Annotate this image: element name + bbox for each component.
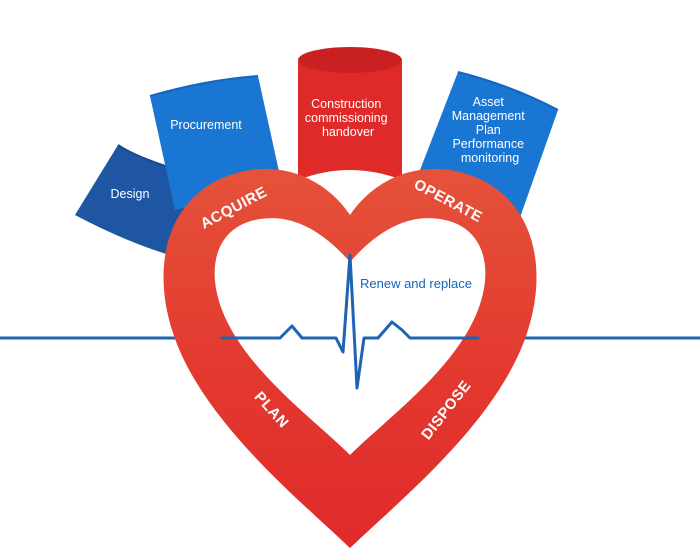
tube-construction — [298, 47, 402, 180]
pulse-line — [220, 253, 480, 390]
renew-replace-label: Renew and replace — [360, 276, 472, 291]
tube-label-construction: Construction commissioning handover — [305, 97, 391, 139]
tube-asset-management — [420, 71, 559, 240]
tube-label-asset-management: Asset Management Plan Performance monito… — [452, 95, 528, 165]
tube-label-design: Design — [111, 187, 150, 201]
heart-inner — [214, 218, 486, 455]
tube-label-procurement: Procurement — [170, 118, 242, 132]
